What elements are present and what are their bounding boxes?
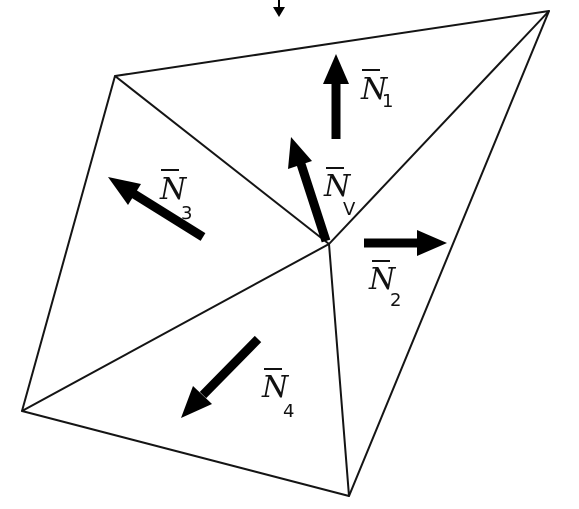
label-n3-sub: 3: [181, 203, 192, 224]
label-n1-main: N: [360, 72, 389, 107]
label-n3: N 3: [159, 169, 192, 224]
label-n1: N 1: [360, 69, 393, 112]
label-n4-main: N: [261, 370, 290, 405]
label-nv-main: N: [323, 169, 352, 204]
label-n4: N 4: [261, 368, 294, 422]
label-n1-sub: 1: [382, 91, 393, 112]
label-n4-sub: 4: [283, 401, 294, 422]
label-nv-sub: V: [343, 199, 356, 220]
label-nv: N V: [323, 167, 356, 220]
label-n2-sub: 2: [390, 290, 401, 311]
edge-to-top-right: [328, 10, 550, 245]
normal-arrow-n2: [364, 230, 447, 256]
normal-arrow-n3: [108, 177, 206, 241]
label-n2-main: N: [368, 262, 397, 297]
normal-arrow-n1: [323, 54, 349, 139]
normal-arrow-n4: [181, 335, 262, 418]
edge-to-top-left: [114, 75, 330, 245]
label-n2: N 2: [368, 260, 401, 311]
edge-to-bottom: [328, 243, 350, 497]
outer-polygon: [21, 10, 550, 497]
normal-arrow-nv: [288, 137, 331, 243]
label-n3-main: N: [159, 172, 188, 207]
edge-to-left: [21, 243, 330, 412]
top-pointer-arrow: [273, 0, 285, 17]
mesh-edges: [21, 10, 550, 497]
